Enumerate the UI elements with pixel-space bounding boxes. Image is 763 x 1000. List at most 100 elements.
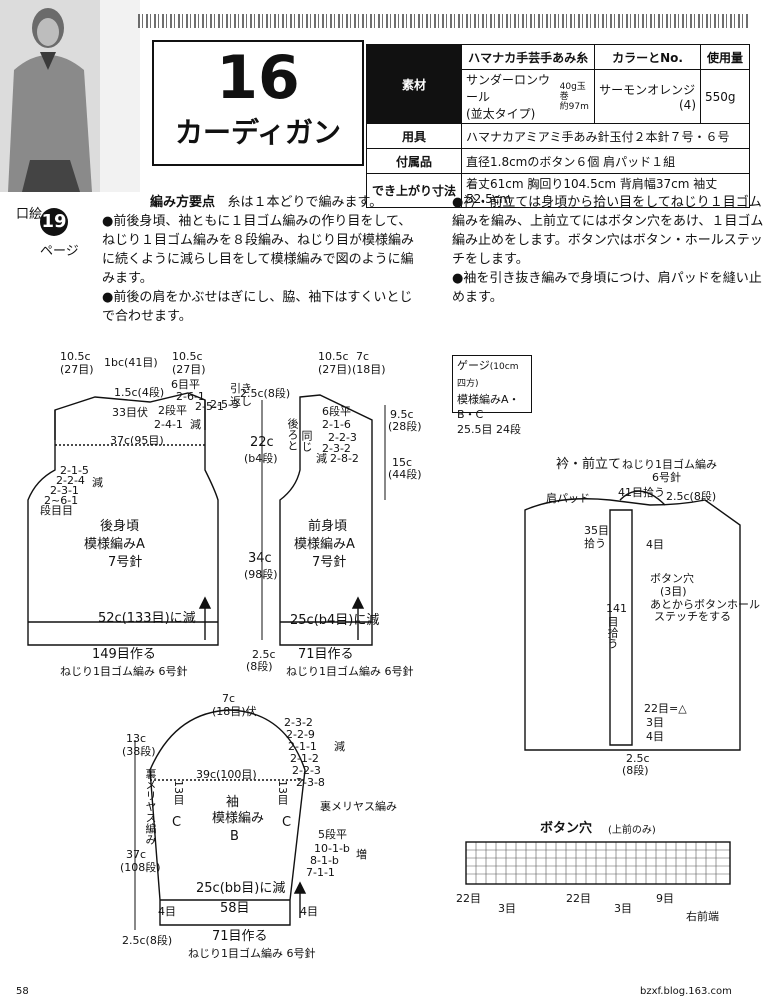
instruction-line: ●前後身頃、袖ともに１目ゴム編みの作り目をして、	[102, 214, 412, 229]
front-neck2: 2-1-6	[322, 418, 351, 431]
back-rib: ねじり1目ゴム編み 6号針	[60, 665, 188, 678]
instruction-line: 編みを編み、上前立てにはボタン穴をあけ、１目ゴム	[452, 214, 763, 229]
sleeve-c-right: C	[282, 815, 292, 830]
instruction-line: ねじり１目ゴム編みを８段編み、ねじり目が模様編み	[102, 233, 415, 248]
buttonhole-lbl3: 22目	[566, 892, 591, 905]
instruction-line: 編み止めをします。ボタン穴はボタン・ホールステッ	[452, 233, 763, 248]
back-name: 後身頃	[100, 519, 140, 534]
kuchie-page-suffix: ページ	[40, 244, 79, 259]
kuchie-label: 口絵	[16, 207, 43, 222]
back-shoulder2: 2段平	[158, 404, 187, 417]
dim-d: 2.5c	[252, 648, 276, 661]
front-right1: 9.5c	[390, 408, 414, 421]
sleeve-dec: 減	[334, 740, 345, 753]
yarn-cell: サンダーロンウール (並太タイプ) 40g玉巻 約97m	[460, 69, 596, 124]
buttonhole-title-note: (上前のみ)	[608, 825, 656, 836]
back-hikikaeshi1: 引き	[230, 382, 252, 395]
front-neck3: 2-2-3	[328, 431, 357, 444]
collar-pad: 肩パッド	[546, 492, 590, 505]
collar-pick1: 41目拾う	[618, 486, 665, 499]
back-neck2: 2-6-1	[176, 390, 205, 403]
collar-body-outline	[524, 498, 741, 751]
instruction-line: ●衿・前立ては身頃から拾い目をしてねじり１目ゴム	[452, 195, 762, 210]
collar-pick4: 4目	[646, 538, 664, 551]
back-neck3: 2-5-1	[195, 400, 224, 413]
instructions-header: 編み方要点 糸は１本どりで編みます。	[150, 193, 382, 212]
yarn-type: (並太タイプ)	[466, 107, 536, 121]
materials-head: 素材	[366, 44, 462, 124]
back-neck1: 6目平	[171, 378, 200, 391]
front-band	[609, 509, 633, 746]
collar-s22: 22目=△	[644, 702, 687, 715]
size-value: 着丈61cm 胸回り104.5cm 背肩幅37cm 袖丈52.5cm	[461, 173, 750, 208]
sleeve-rib: ねじり1目ゴム編み 6号針	[188, 947, 316, 960]
back-top-left: 10.5c	[60, 350, 91, 363]
sleeve-width: 39c(100目)	[196, 768, 257, 781]
back-hikikaeshi2: 返し	[230, 395, 252, 408]
back-arm2: 2-2-4	[56, 474, 85, 487]
front-hem-width: 25c(b4目)に減	[290, 613, 380, 628]
sleeve-left-mid-rows: (108段)	[120, 861, 161, 874]
front-neck-dec: 減	[316, 452, 327, 465]
pattern-number: 16	[216, 43, 300, 113]
collar-bottom-rows: (8段)	[622, 764, 649, 777]
gauge-box: ゲージ(10cm四方) 模様編みA・B・C 25.5目 24段	[452, 355, 532, 436]
sleeve-inc4: 7-1-1	[306, 866, 335, 879]
yarn-length: 約97m	[559, 101, 589, 112]
back-arm3: 2-3-1	[50, 484, 79, 497]
front-neck4: 2-3-2	[322, 442, 351, 455]
sleeve-sts13b: 13目	[276, 780, 289, 805]
front-right2: 15c	[392, 456, 413, 469]
collar-bh2: (3目)	[660, 585, 687, 598]
tools-head: 用具	[366, 123, 462, 149]
front-top-left: 10.5c	[318, 350, 349, 363]
dim-d-rows: (8段)	[246, 660, 273, 673]
back-top-right: 10.5c	[172, 350, 203, 363]
sleeve-left-mid: 37c	[126, 848, 147, 861]
front-top-right: 7c	[356, 350, 370, 363]
gauge-note: (10cm四方)	[457, 362, 519, 389]
front-right1-rows: (28段)	[388, 420, 422, 433]
collar-pick1-dim: 2.5c(8段)	[666, 490, 717, 503]
sleeve-left-top-rows: (38段)	[122, 745, 156, 758]
tools-value: ハマナカアミアミ手あみ針玉付２本針７号・６号	[461, 123, 750, 149]
sleeve-name: 袖	[226, 795, 240, 810]
back-top-right-sts: (27目)	[172, 363, 206, 376]
decorative-border	[138, 14, 750, 28]
instruction-line: チをします。	[452, 252, 529, 267]
back-shoulder1: 33目伏	[112, 406, 148, 419]
sleeve-top: 7c	[222, 692, 236, 705]
back-pattern: 模様編みA	[84, 537, 145, 552]
collar-title: 衿・前立て	[556, 457, 622, 472]
instruction-line: ●前後の肩をかぶせはぎにし、脇、袖下はすくいとじ	[102, 290, 413, 305]
collar-s4: 4目	[646, 730, 664, 743]
sleeve-left-bot: 2.5c(8段)	[122, 934, 173, 947]
color-no: (4)	[679, 98, 696, 112]
sleeve-inc2: 10-1-b	[314, 842, 350, 855]
parts-head: 付属品	[366, 148, 462, 174]
parts-value: 直径1.8cmのボタン６個 肩パッド１組	[461, 148, 750, 174]
source-url: bzxf.blog.163.com	[640, 986, 732, 997]
sleeve-r4: 2-1-2	[290, 752, 319, 765]
sleeve-r3: 2-1-1	[288, 740, 317, 753]
instructions-left: ●前後身頃、袖ともに１目ゴム編みの作り目をして、 ねじり１目ゴム編みを８段編み、…	[102, 212, 442, 326]
front-neck5: 2-8-2	[330, 452, 359, 465]
buttonhole-lbl4: 3目	[614, 902, 632, 915]
collar-pick2: 35目	[584, 524, 609, 537]
color-name: サーモンオレンジ	[599, 83, 696, 97]
sleeve-sts13a: 13目	[172, 780, 185, 805]
back-arm4: 2~6-1	[44, 494, 79, 507]
dim-c: 34c	[248, 551, 272, 566]
collar-bh3: あとからボタンホール	[650, 598, 760, 611]
back-top-mid: 1bc(41目)	[104, 356, 158, 369]
dim-b-rows: (b4段)	[244, 452, 278, 465]
sleeve-left-top: 13c	[126, 732, 147, 745]
instruction-line: みます。	[102, 271, 153, 286]
yarn-label: ハマナカ手芸手あみ糸	[460, 44, 596, 70]
sleeve-r5: 2-2-3	[292, 764, 321, 777]
front-side1: 後ろと	[286, 418, 299, 451]
collar-title-rib: ねじり1目ゴム編み	[622, 458, 717, 471]
front-name: 前身頃	[308, 519, 348, 534]
color-label: カラーとNo.	[594, 44, 701, 70]
